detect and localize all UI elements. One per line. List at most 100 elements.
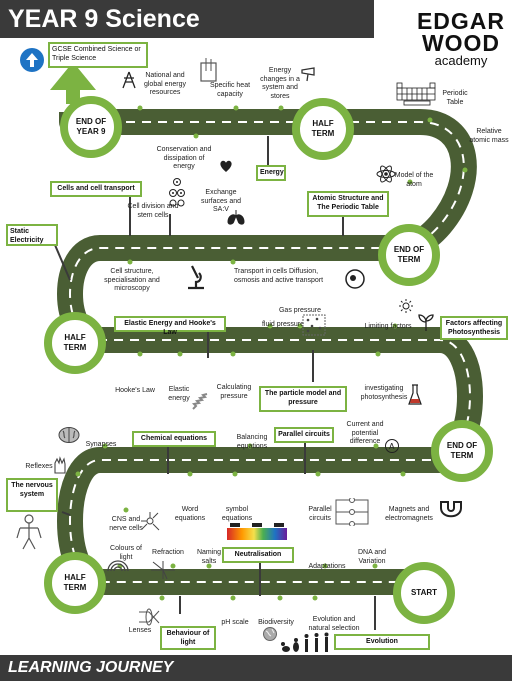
unit-static-electricity: Static Electricity [6,224,58,246]
brain-icon [58,426,80,449]
milestone-end-of-term-2-label: END OF TERM [393,245,425,264]
evolution-icon [280,632,336,659]
milestone-end-of-term-4: END OF TERM [431,420,493,482]
topic-limiting: Limiting factors [364,323,412,330]
calorimeter-icon [198,57,220,88]
unit-nervous-system: The nervous system [6,478,58,512]
topic-biodiversity: Biodiversity [258,619,294,626]
topic-exchange: Exchange surfaces and SA:V [200,189,242,213]
unit-photosynthesis: Factors affecting Photosynthesis [440,316,508,340]
microscope-icon [186,264,206,295]
unit-behaviour-of-light: Behaviour of light [160,626,216,650]
topic-hookes: Hooke's Law [115,387,155,394]
page-title: YEAR 9 Science [8,5,200,33]
milestone-start-label: START [410,588,438,597]
periodic-table-icon [396,82,436,111]
topic-adaptations: Adaptations [308,563,346,570]
topic-synapses: Synapses [85,441,117,448]
atom-icon [376,164,396,189]
topic-cell-division: Cell division and stem cells [127,203,179,219]
gcse-box: GCSE Combined Science or Triple Science [48,42,148,68]
unit-evolution: Evolution [334,634,430,650]
milestone-end-of-term-2: END OF TERM [378,224,440,286]
topic-magnets: Magnets and electromagnets [385,506,433,522]
topic-investigating: investigating photosynthesis [360,385,408,401]
topic-cns: CNS and nerve cells [109,516,143,532]
topic-cell-structure: Cell structure, specialisation and micro… [104,268,160,292]
unit-elastic-energy: Elastic Energy and Hooke's Law [114,316,226,336]
pylon-icon [120,71,138,94]
topic-energy-changes: Energy changes in a system and stores [260,67,300,100]
cell-icon [344,268,366,295]
unit-energy: Energy [256,165,286,181]
body-icon [14,514,44,555]
flask-icon [408,384,422,411]
topic-transport: Transport in cells Diffusion, osmosis an… [234,268,324,284]
topic-reflexes: Reflexes [25,463,53,470]
rainbow-icon [106,557,130,578]
milestone-end-year-9-label: END OF YEAR 9 [75,117,107,136]
ammeter-icon: A [384,438,400,459]
heart-icon [218,158,234,179]
topic-national: National and global energy resources [143,72,187,96]
topic-relative: Relative atomic mass [469,128,509,144]
biodiversity-icon [262,626,278,647]
topic-refraction: Refraction [152,549,184,556]
spring-icon [190,392,210,417]
footer-title: LEARNING JOURNEY [8,659,174,676]
up-arrow-icon [20,48,44,72]
topic-parallel-circ: Parallel circuits [308,506,332,522]
milestone-half-term-3: HALF TERM [44,312,106,374]
topic-naming: Naming salts [196,549,222,565]
topic-dna: DNA and Variation [357,549,387,565]
topic-balancing: Balancing equations [236,434,268,450]
plant-icon [416,312,436,337]
topic-periodic: Periodic Table [442,90,468,106]
milestone-half-term-1-label: HALF TERM [311,119,335,138]
topic-fluid-pressure: fluid pressure [261,321,305,328]
topic-calc-pressure: Calculating pressure [216,384,252,400]
logo-line-2: WOOD [421,30,501,56]
lens-icon [138,608,160,631]
topic-lenses: Lenses [128,627,152,634]
topic-gas-pressure: Gas pressure [278,307,322,314]
logo-line-1: EDGAR [416,8,506,34]
unit-particle-model: The particle model and pressure [259,386,347,412]
topic-evo-nat: Evolution and natural selection [308,616,360,632]
gas-particles-icon [302,314,326,341]
unit-parallel-circuits: Parallel circuits [274,427,334,443]
topic-current: Current and potential difference [346,421,384,445]
milestone-start: START [393,562,455,624]
magnet-icon [438,494,464,525]
unit-chemical-equations: Chemical equations [132,431,216,447]
topic-colours: Colours of light [110,545,142,561]
topic-conservation: Conservation and dissipation of energy [156,146,212,170]
topic-symbol-eq: symbol equations [221,506,253,522]
svg-text:A: A [389,442,395,451]
neuron-icon [140,511,160,536]
ph-scale-icon [226,522,288,547]
milestone-half-term-5: HALF TERM [44,552,106,614]
footer-bar [0,655,512,681]
milestone-end-year-9: END OF YEAR 9 [60,96,122,158]
header-bar [0,0,374,38]
hand-icon [52,456,68,479]
circuit-icon [334,497,370,531]
milestone-half-term-3-label: HALF TERM [63,333,87,352]
topic-word-eq: Word equations [174,506,206,522]
topic-elastic-energy: Elastic energy [168,386,190,402]
hairdryer-icon [300,66,318,87]
topic-ph: pH scale [221,619,249,626]
unit-neutralisation: Neutralisation [222,547,294,563]
logo-line-3: academy [434,53,488,68]
cells-icon [168,177,186,212]
sun-icon [398,298,414,319]
topic-model-atom: Model of the atom [394,172,434,188]
unit-cells: Cells and cell transport [50,181,142,197]
milestone-half-term-5-label: HALF TERM [63,573,87,592]
milestone-half-term-1: HALF TERM [292,98,354,160]
topic-specific-heat: Specific heat capacity [209,82,251,98]
milestone-end-of-term-4-label: END OF TERM [446,441,478,460]
unit-atomic-structure: Atomic Structure and The Periodic Table [307,191,389,217]
lungs-icon [226,208,246,231]
